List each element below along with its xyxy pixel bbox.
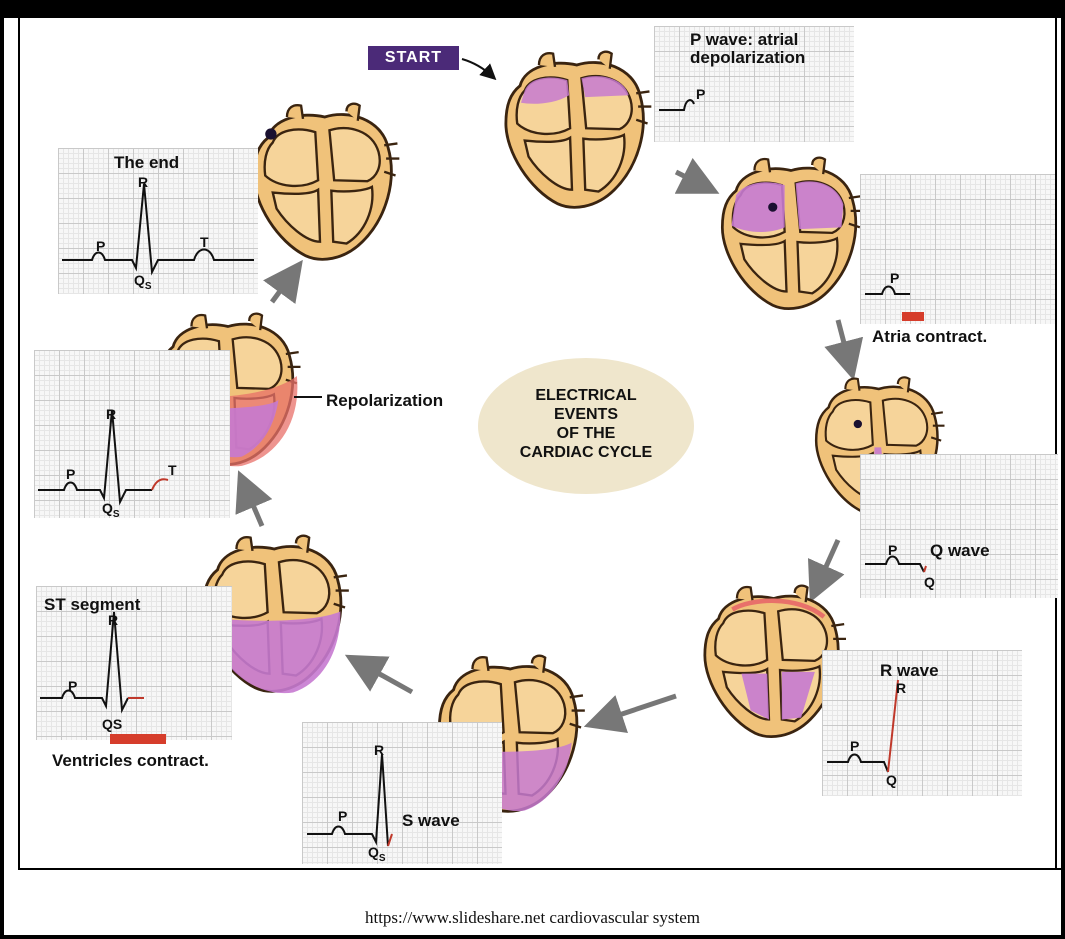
wave-label-s: S	[145, 281, 152, 292]
wave-label-qs: QS	[368, 844, 386, 864]
wave-label-q: Q	[102, 500, 113, 516]
wave-label-r: R	[896, 680, 906, 696]
wave-label-s: S	[379, 853, 386, 864]
wave-label-p: P	[96, 238, 105, 254]
wave-label-t: T	[168, 462, 177, 478]
ecg-trace	[860, 454, 1058, 598]
wave-label-p: P	[66, 466, 75, 482]
center-title-line: ELECTRICAL	[478, 386, 694, 405]
ecg-trace	[860, 174, 1055, 324]
wave-label-r: R	[374, 742, 384, 758]
ventricles-contract-caption: Ventricles contract.	[52, 752, 209, 770]
q-wave-title: Q wave	[930, 542, 990, 560]
arrow-6	[244, 484, 262, 526]
wave-label-q: Q	[886, 772, 897, 788]
ecg-strip-atria-contract	[860, 174, 1055, 324]
wave-label-r: R	[108, 612, 118, 628]
wave-label-p: P	[338, 808, 347, 824]
repolarization-title: Repolarization	[326, 392, 443, 410]
arrow-1	[676, 172, 706, 187]
wave-label-s: S	[113, 509, 120, 520]
wave-label-q: Q	[368, 844, 379, 860]
title-line: depolarization	[690, 49, 805, 67]
start-label: START	[368, 46, 459, 70]
atria-contract-caption: Atria contract.	[872, 328, 987, 346]
wave-label-q: Q	[924, 574, 935, 590]
heart-atrial-depolarization	[482, 48, 662, 218]
wave-label-t: T	[200, 234, 209, 250]
ecg-strip-s-wave	[302, 722, 502, 864]
st-segment-title: ST segment	[44, 596, 140, 614]
ecg-strip-q-wave	[860, 454, 1058, 598]
wave-label-r: R	[106, 406, 116, 422]
wave-label-p: P	[696, 86, 705, 102]
center-title: ELECTRICAL EVENTS OF THE CARDIAC CYCLE	[478, 386, 694, 462]
ecg-trace	[302, 722, 502, 864]
heart-atria-contract	[704, 154, 869, 319]
wave-label-q: Q	[134, 272, 145, 288]
wave-label-r: R	[138, 174, 148, 190]
ecg-trace	[34, 350, 230, 518]
ecg-strip-repolarization	[34, 350, 230, 518]
ventricles-contraction-bar	[110, 734, 166, 744]
center-title-line: CARDIAC CYCLE	[478, 443, 694, 462]
heart-the-end	[234, 100, 406, 270]
p-wave-title: P wave: atrial depolarization	[690, 31, 805, 67]
s-wave-title: S wave	[402, 812, 460, 830]
arrow-7	[272, 272, 294, 302]
r-wave-title: R wave	[880, 662, 939, 680]
source-caption: https://www.slideshare.net cardiovascula…	[4, 908, 1061, 928]
atria-contraction-bar	[902, 312, 924, 321]
repolarization-pointer	[294, 394, 324, 400]
arrow-4	[598, 696, 676, 722]
center-title-line: EVENTS	[478, 405, 694, 424]
arrow-5	[358, 662, 412, 692]
wave-label-qs: QS	[102, 500, 120, 520]
wave-label-p: P	[890, 270, 899, 286]
wave-label-p: P	[68, 678, 77, 694]
title-line: P wave: atrial	[690, 31, 805, 49]
wave-label-p: P	[850, 738, 859, 754]
wave-label-qs: QS	[134, 272, 152, 292]
center-title-oval: ELECTRICAL EVENTS OF THE CARDIAC CYCLE	[478, 358, 694, 494]
wave-label-qs: QS	[102, 716, 122, 732]
center-title-line: OF THE	[478, 424, 694, 443]
the-end-title: The end	[114, 154, 179, 172]
wave-label-p: P	[888, 542, 897, 558]
arrow-2	[838, 320, 850, 366]
